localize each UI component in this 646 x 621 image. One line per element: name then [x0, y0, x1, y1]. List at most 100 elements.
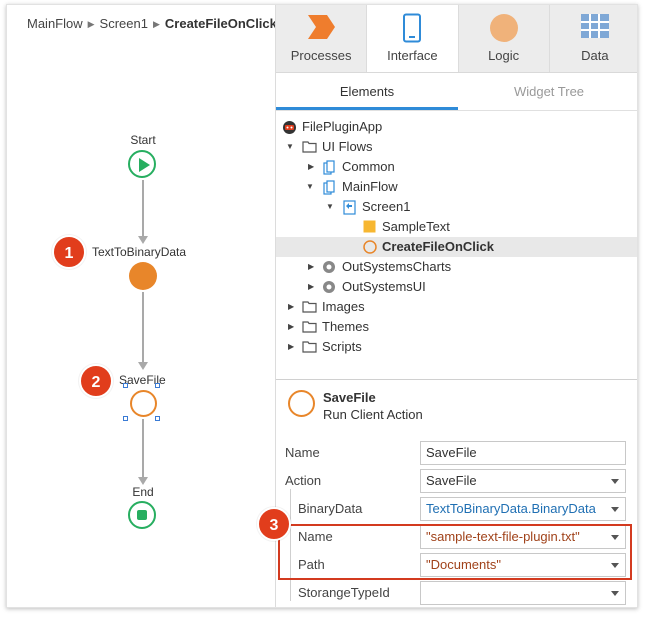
highlight-box [278, 524, 632, 580]
tree-item-scripts[interactable]: ▶ Scripts [276, 337, 637, 357]
caret-right-icon[interactable]: ▶ [288, 342, 295, 351]
chevron-down-icon [611, 479, 619, 484]
caret-right-icon[interactable]: ▶ [288, 322, 295, 331]
breadcrumb: MainFlow ▶ Screen1 ▶ CreateFileOnClick [27, 16, 277, 31]
properties-title: SaveFile [323, 390, 376, 405]
start-node[interactable] [128, 150, 156, 178]
tree-item-sampletext[interactable]: SampleText [276, 217, 637, 237]
selection-handle[interactable] [123, 383, 128, 388]
path-input[interactable]: "Documents" [420, 553, 626, 577]
tree-item-images[interactable]: ▶ Images [276, 297, 637, 317]
folder-icon [302, 321, 317, 333]
selection-handle[interactable] [155, 383, 160, 388]
flow-connector [142, 292, 144, 364]
run-client-action-node[interactable] [130, 390, 157, 417]
tab-processes[interactable]: Processes [276, 5, 368, 72]
flow-connector [142, 180, 144, 238]
chevron-right-icon: ▶ [152, 19, 160, 29]
property-row-filename: Name "sample-text-file-plugin.txt" [276, 523, 637, 551]
client-action-icon [288, 390, 315, 417]
tree-item-outsystemsui[interactable]: ▶ OutSystemsUI [276, 277, 637, 297]
tab-elements[interactable]: Elements [276, 73, 458, 110]
tree-item-mainflow[interactable]: ▼ MainFlow [276, 177, 637, 197]
caret-down-icon[interactable]: ▼ [306, 182, 314, 191]
flow-icon [323, 180, 335, 195]
tab-logic[interactable]: Logic [458, 5, 550, 72]
chevron-down-icon [611, 563, 619, 568]
tree-item-outsystemscharts[interactable]: ▶ OutSystemsCharts [276, 257, 637, 277]
tab-data[interactable]: Data [549, 5, 637, 72]
caret-right-icon[interactable]: ▶ [308, 162, 315, 171]
property-row-storagetypeid: StorangeTypeId [276, 579, 637, 607]
properties-header: SaveFile Run Client Action [276, 379, 637, 427]
tab-label: Processes [290, 48, 352, 63]
tab-widget-tree[interactable]: Widget Tree [513, 84, 585, 99]
property-row-name: Name SaveFile [276, 439, 637, 467]
chevron-down-icon [611, 535, 619, 540]
tree-item-common[interactable]: ▶ Common [276, 157, 637, 177]
right-panel: Processes Interface Logic Data Elements … [275, 5, 637, 607]
caret-right-icon[interactable]: ▶ [288, 302, 295, 311]
flow-canvas[interactable]: MainFlow ▶ Screen1 ▶ CreateFileOnClick Start… [7, 5, 277, 607]
arrow-head [138, 236, 148, 244]
tree-item-screen1[interactable]: ▼ Screen1 [276, 197, 637, 217]
data-icon [580, 14, 609, 38]
end-node[interactable] [128, 501, 156, 529]
name-input[interactable]: SaveFile [420, 441, 626, 465]
elements-tree: FilePluginApp ▼ UI Flows ▶ Common ▼ Main… [276, 117, 637, 357]
tab-interface[interactable]: Interface [367, 5, 459, 72]
chevron-down-icon [611, 591, 619, 596]
caret-down-icon[interactable]: ▼ [326, 202, 334, 211]
module-icon [323, 261, 335, 273]
folder-icon [302, 141, 317, 153]
service-studio-window: MainFlow ▶ Screen1 ▶ CreateFileOnClick Start… [6, 4, 638, 608]
tree-item-filepluginapp[interactable]: FilePluginApp [276, 117, 637, 137]
breadcrumb-mainflow[interactable]: MainFlow [27, 16, 83, 31]
arrow-head [138, 362, 148, 370]
tab-label: Data [581, 48, 609, 63]
breadcrumb-screen1[interactable]: Screen1 [99, 16, 148, 31]
selection-handle[interactable] [155, 416, 160, 421]
play-icon [139, 158, 150, 172]
folder-icon [302, 301, 317, 313]
caret-right-icon[interactable]: ▶ [308, 262, 315, 271]
app-icon [283, 121, 296, 134]
breadcrumb-current: CreateFileOnClick [164, 16, 277, 31]
tree-item-createfileonclick[interactable]: CreateFileOnClick [276, 237, 637, 257]
tree-guide-line [290, 489, 291, 601]
step-badge-2: 2 [79, 364, 113, 398]
variable-icon [363, 220, 376, 233]
property-row-binarydata: BinaryData TextToBinaryData.BinaryData [276, 495, 637, 523]
top-tabs: Processes Interface Logic Data [276, 5, 637, 73]
processes-icon [308, 15, 336, 39]
binarydata-input[interactable]: TextToBinaryData.BinaryData [420, 497, 626, 521]
end-label: End [132, 485, 154, 499]
action-select[interactable]: SaveFile [420, 469, 626, 493]
tree-item-themes[interactable]: ▶ Themes [276, 317, 637, 337]
interface-icon [403, 13, 422, 43]
sub-tabs: Elements Widget Tree [276, 73, 637, 111]
tree-item-ui-flows[interactable]: ▼ UI Flows [276, 137, 637, 157]
filename-input[interactable]: "sample-text-file-plugin.txt" [420, 525, 626, 549]
module-icon [323, 281, 335, 293]
property-row-path: Path "Documents" [276, 551, 637, 579]
node2-label: SaveFile [119, 373, 166, 387]
property-row-action: Action SaveFile [276, 467, 637, 495]
step-badge-1: 1 [52, 235, 86, 269]
chevron-down-icon [611, 507, 619, 512]
caret-right-icon[interactable]: ▶ [308, 282, 315, 291]
tab-label: Interface [387, 48, 438, 63]
data-action-node[interactable] [129, 262, 157, 290]
properties-subtitle: Run Client Action [323, 407, 423, 422]
selection-handle[interactable] [123, 416, 128, 421]
flow-connector [142, 419, 144, 479]
logic-icon [489, 14, 518, 42]
node1-label: TextToBinaryData [92, 245, 187, 259]
step-badge-3: 3 [257, 507, 291, 541]
screen-icon [343, 200, 356, 215]
start-label: Start [130, 133, 156, 147]
caret-down-icon[interactable]: ▼ [286, 142, 294, 151]
storagetypeid-select[interactable] [420, 581, 626, 605]
chevron-right-icon: ▶ [87, 19, 95, 29]
flow-icon [323, 160, 335, 175]
